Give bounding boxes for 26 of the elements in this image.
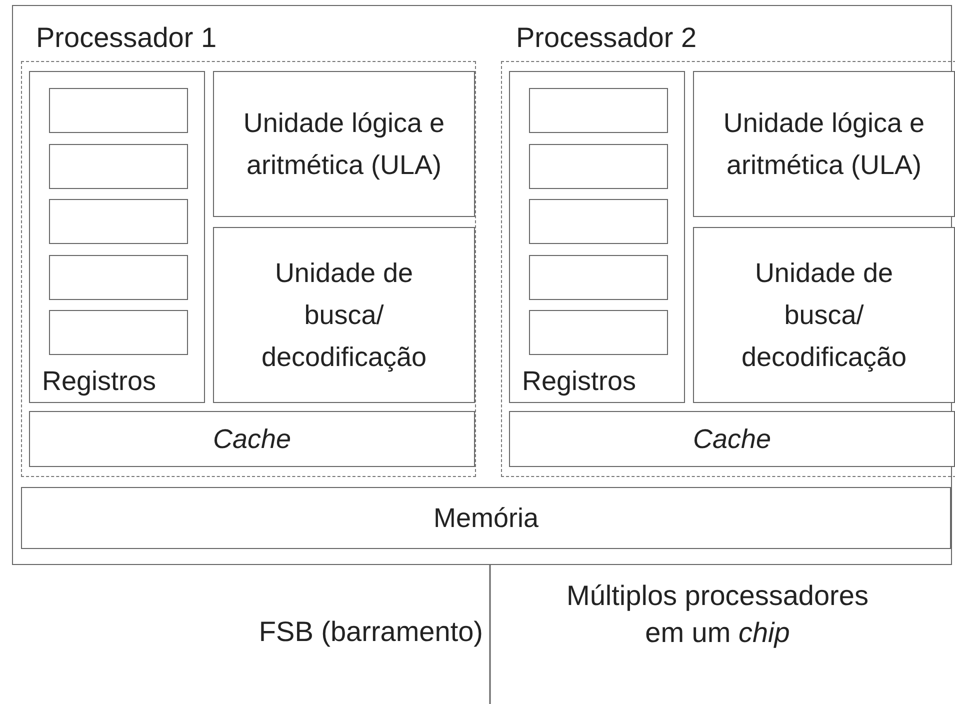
unit-box: Memória [21,487,951,549]
unit-box: Unidade de busca/ decodificação [213,227,475,403]
register-slot [529,310,668,355]
register-block [509,71,685,403]
unit-box: Unidade lógica e aritmética (ULA) [213,71,475,217]
register-slot [529,199,668,244]
register-slot [529,88,668,133]
register-block [29,71,205,403]
processor-heading: Processador 2 [516,21,697,54]
register-slot [49,310,188,355]
unit-box: Unidade de busca/ decodificação [693,227,955,403]
processor-heading: Processador 1 [36,21,217,54]
register-slot [49,88,188,133]
register-slot [49,144,188,188]
cache-box: Cache [29,411,475,467]
unit-box: Unidade lógica e aritmética (ULA) [693,71,955,217]
system-board-box [12,5,952,565]
register-slot [529,144,668,188]
register-label: Registros [522,365,636,398]
caption-text: Múltiplos processadores em um chip [566,579,870,650]
cache-box: Cache [509,411,955,467]
register-slot [49,199,188,244]
register-slot [49,254,188,300]
bus-label: FSB (barramento) [258,615,483,649]
register-label: Registros [42,365,156,398]
register-slot [529,254,668,300]
